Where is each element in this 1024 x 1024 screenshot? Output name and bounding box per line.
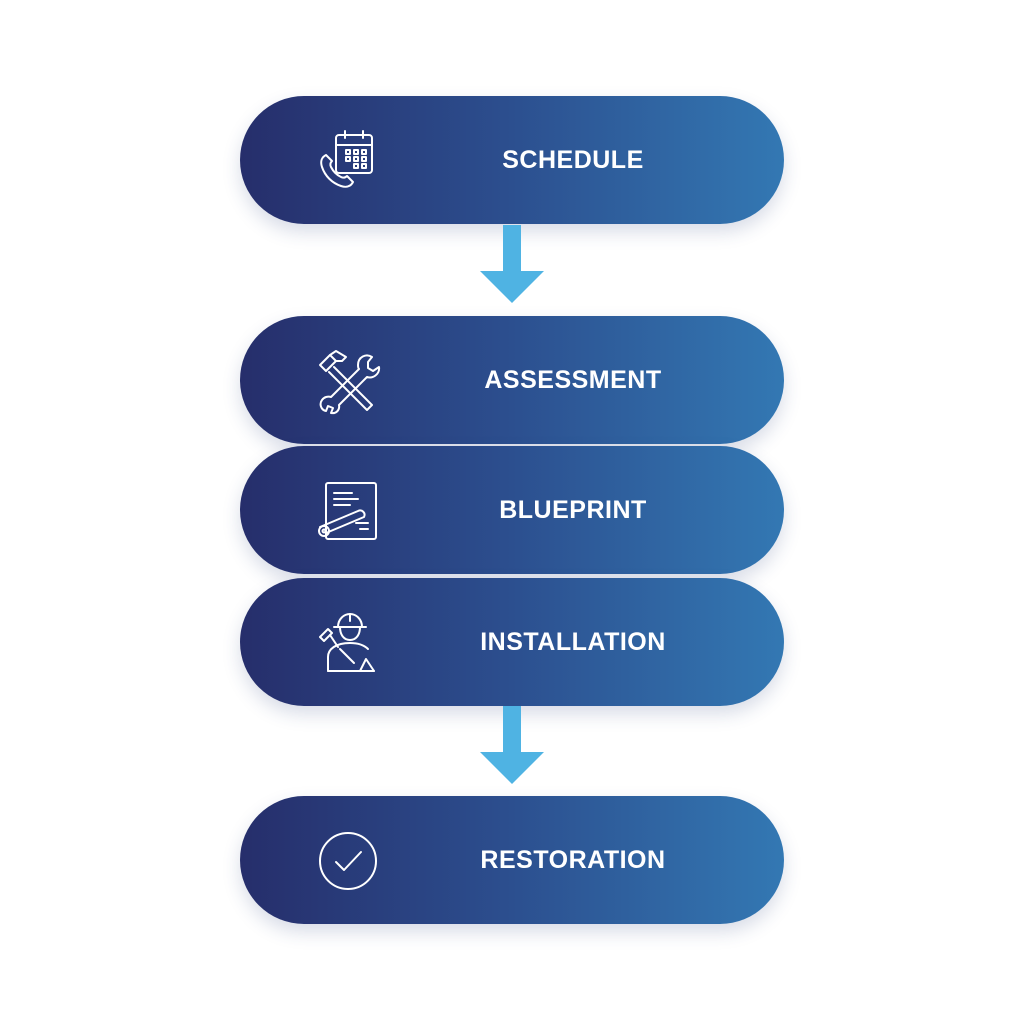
step-restoration: RESTORATION bbox=[240, 796, 784, 924]
construction-worker-icon bbox=[312, 607, 384, 679]
step-label: ASSESSMENT bbox=[484, 366, 662, 394]
step-blueprint: BLUEPRINT bbox=[240, 446, 784, 574]
step-installation: INSTALLATION bbox=[240, 578, 784, 706]
step-schedule: SCHEDULE bbox=[240, 96, 784, 224]
step-label: RESTORATION bbox=[480, 846, 666, 874]
step-label: BLUEPRINT bbox=[499, 496, 647, 524]
check-circle-icon bbox=[312, 825, 384, 897]
blueprint-icon bbox=[312, 475, 384, 547]
down-arrow-icon bbox=[480, 225, 544, 305]
step-label: INSTALLATION bbox=[480, 628, 666, 656]
down-arrow-icon bbox=[480, 706, 544, 786]
calendar-phone-icon bbox=[312, 125, 384, 197]
hammer-wrench-icon bbox=[312, 345, 384, 417]
step-label: SCHEDULE bbox=[502, 146, 644, 174]
step-assessment: ASSESSMENT bbox=[240, 316, 784, 444]
